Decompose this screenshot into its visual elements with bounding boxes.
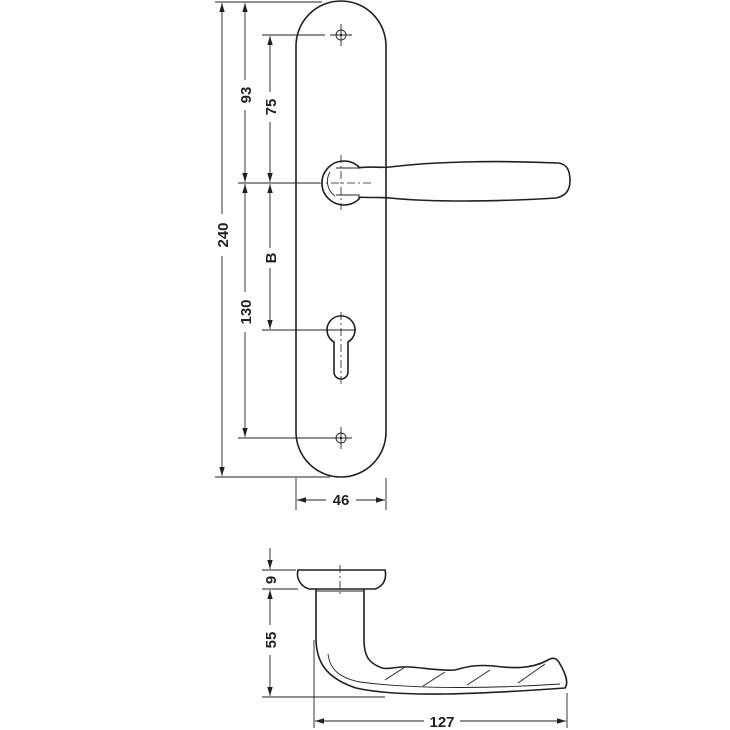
side-view: 9 55 127 — [261, 548, 568, 730]
cylinder-keyhole — [326, 312, 356, 385]
extension-lines — [215, 1, 387, 510]
rose-side — [296, 569, 387, 590]
lever-front — [315, 155, 571, 210]
top-screw-hole — [330, 24, 352, 46]
dim-label-130: 130 — [238, 299, 255, 324]
bottom-screw-hole — [330, 427, 352, 449]
dim-label-127: 127 — [429, 714, 454, 730]
dim-label-46: 46 — [333, 492, 350, 509]
dim-label-93: 93 — [238, 87, 255, 104]
dim-label-75: 75 — [263, 99, 280, 116]
backplate — [295, 0, 387, 478]
front-view: 240 93 130 75 B 46 — [212, 0, 571, 510]
dim-label-B: B — [263, 252, 280, 263]
dim-label-9: 9 — [263, 576, 280, 584]
dim-label-55: 55 — [263, 632, 280, 649]
lever-side — [315, 589, 568, 695]
dim-label-240: 240 — [215, 222, 232, 247]
